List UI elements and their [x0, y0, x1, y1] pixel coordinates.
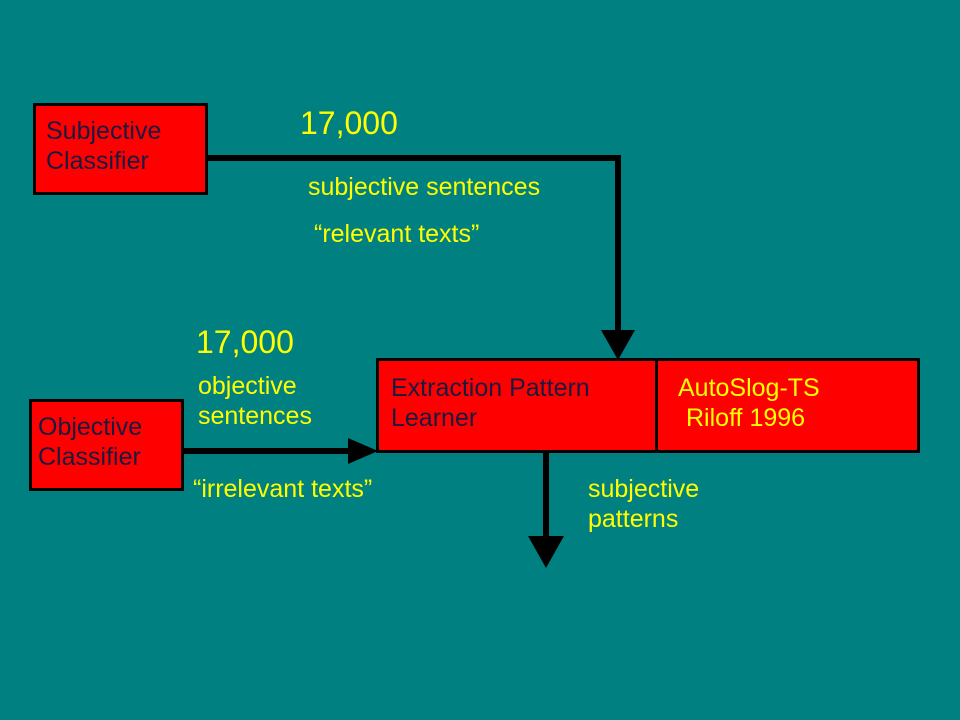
subjective-classifier-line-2: Classifier [46, 147, 149, 175]
autoslog-box: AutoSlog-TS Riloff 1996 [655, 358, 920, 453]
output-flow-arrowhead [528, 536, 564, 568]
autoslog-line-1: AutoSlog-TS [678, 374, 820, 402]
subjective-patterns-label: subjective patterns [588, 474, 699, 534]
extraction-pattern-learner-box: Extraction Pattern Learner [376, 358, 658, 453]
subjective-patterns-line-1: subjective [588, 475, 700, 503]
objective-flow-arrowhead [348, 438, 378, 464]
subjective-sentences-label: subjective sentences [308, 173, 541, 201]
objective-count-label: 17,000 [196, 324, 294, 360]
objective-classifier-line-2: Classifier [38, 443, 141, 471]
subjective-classifier-box: Subjective Classifier [33, 103, 208, 195]
subjective-flow-line [208, 155, 621, 332]
subjective-count-label: 17,000 [300, 105, 398, 141]
objective-sentences-label: objective sentences [198, 371, 312, 431]
objective-sentences-line-1: objective [198, 372, 297, 400]
objective-classifier-box: Objective Classifier [29, 399, 184, 491]
subjective-flow-arrowhead [601, 330, 635, 360]
relevant-texts-label: “relevant texts” [314, 220, 480, 248]
autoslog-line-2: Riloff 1996 [686, 404, 806, 432]
extraction-learner-line-1: Extraction Pattern [391, 374, 590, 402]
objective-sentences-line-2: sentences [198, 402, 312, 430]
extraction-learner-line-2: Learner [391, 404, 478, 432]
irrelevant-texts-label: “irrelevant texts” [193, 475, 373, 503]
subjective-classifier-line-1: Subjective [46, 117, 162, 145]
subjective-patterns-line-2: patterns [588, 505, 679, 533]
objective-classifier-line-1: Objective [38, 413, 143, 441]
